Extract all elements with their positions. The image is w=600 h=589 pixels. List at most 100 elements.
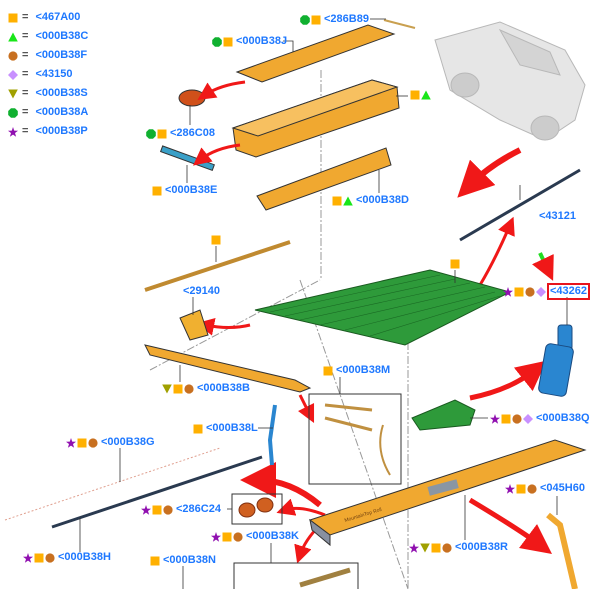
hexagon-marker-icon xyxy=(300,14,310,25)
part-code-link[interactable]: <000B38R xyxy=(455,541,508,553)
drain-tube-000B38L xyxy=(267,404,277,466)
callout-bin xyxy=(410,90,431,100)
callout-000B38G: <000B38G xyxy=(66,436,155,449)
callout-000B38D: <000B38D xyxy=(332,194,409,207)
part-code-link[interactable]: <000B38J xyxy=(236,35,288,47)
part-code-link[interactable]: <286B89 xyxy=(324,13,369,25)
tri-down-marker-icon xyxy=(162,384,172,393)
square-marker-icon xyxy=(8,13,18,22)
legend-code-link[interactable]: <000B38C xyxy=(35,30,89,42)
part-code-link[interactable]: <43121 xyxy=(539,210,577,222)
square-marker-icon xyxy=(152,505,162,514)
latch-000B38Q xyxy=(411,399,476,431)
tri-down-marker-icon xyxy=(420,543,430,552)
legend-code-link[interactable]: <000B38A xyxy=(35,106,89,118)
star-marker-icon xyxy=(409,542,419,553)
square-marker-icon xyxy=(34,553,44,562)
part-code-link[interactable]: <000B38G xyxy=(101,436,155,448)
legend-code-link[interactable]: <000B38P xyxy=(35,125,88,137)
part-code-link[interactable]: <29140 xyxy=(183,285,221,297)
square-marker-icon xyxy=(514,287,524,296)
part-code-link[interactable]: <045H60 xyxy=(540,482,585,494)
square-marker-icon xyxy=(193,424,203,433)
tri-up-marker-icon xyxy=(343,196,353,205)
hexagon-marker-icon xyxy=(212,36,222,47)
callout-000B38K: <000B38K xyxy=(211,530,299,543)
legend-code-link[interactable]: <000B38S xyxy=(35,87,88,99)
callout-000B38E: <000B38E xyxy=(152,184,217,197)
part-code-link[interactable]: <000B38B xyxy=(197,382,250,394)
diamond-marker-icon xyxy=(536,286,546,297)
square-marker-icon xyxy=(211,235,221,245)
legend-equals: = xyxy=(22,68,29,80)
callout-286C24: <286C24 xyxy=(141,503,221,516)
part-code-link[interactable]: <000B38K xyxy=(246,530,299,542)
callout-000B38Q: <000B38Q xyxy=(490,412,590,425)
circle-marker-icon xyxy=(88,437,98,448)
legend-item: =<000B38F xyxy=(8,49,87,62)
callout-000B38R: <000B38R xyxy=(409,541,508,554)
side-rail-000B38B xyxy=(144,344,312,393)
callout-29140: <29140 xyxy=(181,285,220,298)
part-code-link[interactable]: <000B38H xyxy=(58,551,111,563)
legend-equals: = xyxy=(22,11,29,23)
legend-code-link[interactable]: <43150 xyxy=(35,68,73,80)
legend-equals: = xyxy=(22,125,29,137)
part-code-link[interactable]: <000B38E xyxy=(165,184,218,196)
knob-part xyxy=(178,89,206,107)
legend-item: = <000B38A xyxy=(8,106,88,119)
part-code-link[interactable]: <000B38N xyxy=(163,554,216,566)
callout-000B38L: <000B38L xyxy=(193,422,258,435)
truck-illustration xyxy=(434,21,586,141)
square-marker-icon xyxy=(323,366,333,375)
square-marker-icon xyxy=(450,259,460,269)
circle-marker-icon xyxy=(525,286,535,297)
square-marker-icon xyxy=(332,196,342,205)
legend-code-link[interactable]: <000B38F xyxy=(35,49,88,61)
callout-045H60: <045H60 xyxy=(505,482,585,495)
square-marker-icon xyxy=(157,129,167,138)
callout-000B38M: <000B38M xyxy=(323,364,390,377)
inset-000B38M xyxy=(308,393,402,485)
callout-000B38N: <000B38N xyxy=(150,554,216,567)
legend-equals: = xyxy=(22,30,29,42)
callout-000B38J: <000B38J xyxy=(212,35,287,48)
part-code-link[interactable]: <286C08 xyxy=(170,127,215,139)
part-code-link[interactable]: <000B38L xyxy=(206,422,258,434)
square-marker-icon xyxy=(77,438,87,447)
star-marker-icon xyxy=(8,126,18,137)
legend-code-link[interactable]: <467A00 xyxy=(35,11,81,23)
lock-cylinder-43262 xyxy=(538,324,574,397)
strip-000B38H xyxy=(51,455,263,529)
square-marker-icon xyxy=(173,384,183,393)
part-code-link[interactable]: <000B38Q xyxy=(536,412,590,424)
square-marker-icon xyxy=(501,414,511,423)
legend-item: = <000B38C xyxy=(8,30,88,43)
callout-43121: <43121 xyxy=(537,210,576,223)
part-code-link[interactable]: <000B38D xyxy=(356,194,409,206)
callout-43262: <43262 xyxy=(503,283,591,300)
part-code-link[interactable]: <000B38M xyxy=(336,364,391,376)
inset-000B38N xyxy=(233,562,359,589)
legend-item: = <43150 xyxy=(8,68,72,81)
legend-item: = <467A00 xyxy=(8,11,80,24)
bin-side-panel xyxy=(256,147,392,211)
weatherstrip-43121 xyxy=(459,168,581,242)
square-marker-icon xyxy=(431,543,441,552)
strip-000B38G xyxy=(4,447,221,521)
part-code-link[interactable]: <43262 xyxy=(546,283,591,300)
legend-item: = <000B38P xyxy=(8,125,88,138)
legend-equals: = xyxy=(22,87,29,99)
circle-marker-icon xyxy=(512,413,522,424)
legend-equals: = xyxy=(22,106,29,118)
circle-marker-icon xyxy=(527,483,537,494)
part-code-link[interactable]: <286C24 xyxy=(176,503,221,515)
rail-29140-bar xyxy=(144,240,291,292)
circle-marker-icon xyxy=(442,542,452,553)
tri-up-marker-icon xyxy=(421,90,431,100)
callout-286C08: <286C08 xyxy=(146,127,215,140)
rail-045H60 xyxy=(546,512,578,589)
callout-286B89: <286B89 xyxy=(300,13,369,26)
